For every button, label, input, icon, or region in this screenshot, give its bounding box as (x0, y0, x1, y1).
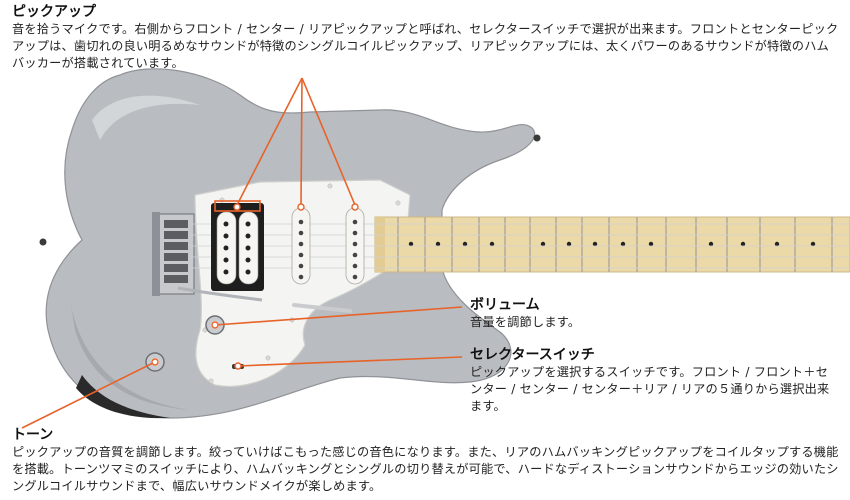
front-single-coil-pickup (345, 207, 365, 285)
volume-description: 音量を調節します。 (470, 315, 581, 329)
selector-title: セレクタースイッチ (470, 347, 595, 363)
center-single-coil-pickup (291, 207, 311, 285)
callout-lines (21, 77, 463, 429)
volume-title: ボリューム (470, 297, 540, 313)
tone-callout: トーン ピックアップの音質を調節します。絞っていけばこもった感じの音色になります… (12, 427, 842, 495)
callout-dots (151, 203, 359, 370)
pickup-description: 音を拾うマイクです。右側からフロント / センター / リアピックアップと呼ばれ… (12, 22, 839, 70)
pickup-title: ピックアップ (12, 4, 96, 20)
neck (374, 216, 850, 273)
tone-title: トーン (12, 427, 54, 443)
selector-callout: セレクタースイッチ ピックアップを選択するスイッチです。フロント / フロント＋… (470, 347, 840, 415)
selector-description: ピックアップを選択するスイッチです。フロント / フロント＋センター / センタ… (470, 365, 830, 413)
volume-callout: ボリューム 音量を調節します。 (470, 297, 840, 331)
pickup-callout: ピックアップ 音を拾うマイクです。右側からフロント / センター / リアピック… (12, 4, 840, 72)
pickup-highlight-boxes (214, 200, 261, 212)
bridge (152, 212, 352, 313)
tone-description: ピックアップの音質を調節します。絞っていけばこもった感じの音色になります。また、… (12, 445, 839, 493)
rear-humbucker-pickup (211, 203, 264, 291)
